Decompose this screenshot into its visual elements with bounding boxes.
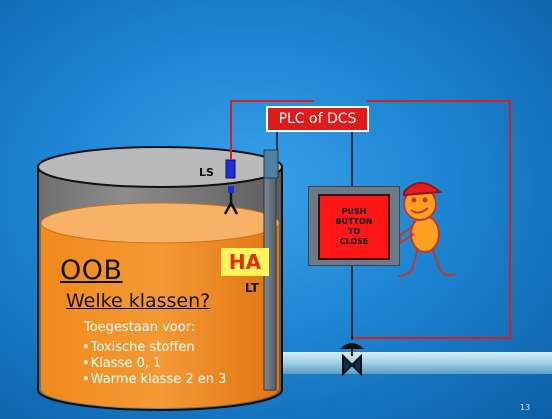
list-item-text: Klasse 0, 1	[90, 356, 162, 371]
signal-line-plc-valve	[352, 100, 511, 339]
valve-actuator	[340, 343, 364, 349]
page-number: 13	[520, 403, 531, 412]
push-button-line-4: CLOSE	[339, 237, 369, 246]
signal-line-ls-plc	[230, 100, 314, 160]
level-switch-label: LS	[199, 166, 214, 179]
allowed-heading: Toegestaan voor:	[84, 320, 196, 335]
level-switch-fork	[223, 193, 239, 215]
slide-subtitle: Welke klassen?	[66, 290, 211, 312]
push-button-line-3: TO	[347, 227, 361, 236]
list-item: Warme klasse 2 en 3	[82, 372, 227, 388]
level-switch-sensor	[225, 159, 236, 179]
list-item-text: Warme klasse 2 en 3	[90, 372, 227, 387]
push-button-line-1: PUSH	[341, 207, 367, 216]
high-alarm-label: HA	[221, 248, 269, 276]
pipe	[282, 352, 552, 374]
allowed-list: Toxische stoffen Klasse 0, 1 Warme klass…	[82, 340, 227, 388]
level-transmitter-label: LT	[245, 281, 259, 295]
push-button-line-2: BUTTON	[335, 217, 373, 226]
tank-roof	[37, 146, 283, 188]
list-item: Klasse 0, 1	[82, 356, 226, 372]
liquid-surface	[40, 202, 280, 244]
level-gauge-tube	[263, 175, 277, 391]
list-item: Toxische stoffen	[82, 340, 226, 356]
push-button-to-close[interactable]: PUSH BUTTON TO CLOSE	[318, 194, 390, 260]
level-gauge-top	[263, 149, 279, 179]
level-switch-stem	[228, 186, 234, 193]
list-item-text: Toxische stoffen	[90, 340, 195, 355]
valve-body-icon	[342, 353, 362, 377]
plc-dcs-box: PLC of DCS	[266, 106, 369, 132]
slide-title: OOB	[60, 255, 123, 286]
